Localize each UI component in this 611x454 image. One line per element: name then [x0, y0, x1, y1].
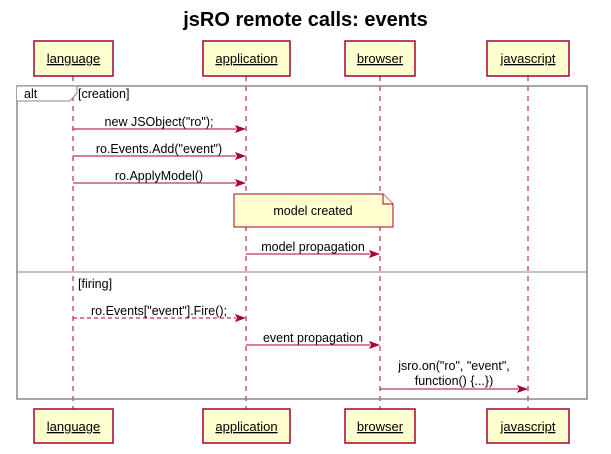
arrowhead-icon [369, 250, 380, 258]
message-3: ro.ApplyModel() [73, 169, 246, 187]
participant-application-bottom[interactable]: application [202, 408, 291, 444]
participant-browser-top[interactable]: browser [344, 40, 416, 77]
message-label: ro.Events.Add("event") [96, 142, 222, 156]
arrowhead-icon [235, 314, 246, 322]
note-model-created: model created [233, 193, 394, 228]
alt-keyword: alt [24, 87, 38, 101]
message-6: event propagation [246, 331, 380, 349]
alt-frame-border [16, 85, 588, 400]
message-5: ro.Events["event"].Fire(); [73, 304, 246, 322]
participant-language-bottom[interactable]: language [33, 408, 114, 444]
message-label: new JSObject("ro"); [105, 115, 214, 129]
participant-label: language [47, 419, 101, 434]
message-label: event propagation [263, 331, 363, 345]
message-7: jsro.on("ro", "event", function() {...}) [380, 359, 528, 393]
participant-application-top[interactable]: application [202, 40, 291, 77]
note-fold-icon [382, 194, 393, 205]
arrowhead-icon [235, 179, 246, 187]
guard-creation: [creation] [78, 87, 129, 101]
note-text: model created [273, 204, 352, 218]
message-2: ro.Events.Add("event") [73, 142, 246, 160]
participant-label: browser [357, 51, 404, 66]
arrowhead-icon [369, 341, 380, 349]
message-label: ro.ApplyModel() [115, 169, 203, 183]
participant-browser-bottom[interactable]: browser [344, 408, 416, 444]
message-label: model propagation [261, 240, 365, 254]
arrowhead-icon [517, 385, 528, 393]
participant-label: application [215, 51, 277, 66]
participant-label: browser [357, 419, 404, 434]
participant-label: javascript [500, 51, 556, 66]
participant-label: language [47, 51, 101, 66]
guard-firing: [firing] [78, 277, 112, 291]
alt-frame: alt [creation] [firing] [16, 85, 588, 400]
participant-language-top[interactable]: language [33, 40, 114, 77]
participant-javascript-bottom[interactable]: javascript [486, 408, 570, 444]
participant-label: javascript [500, 419, 556, 434]
participant-javascript-top[interactable]: javascript [486, 40, 570, 77]
message-label-line-2: function() {...}) [415, 374, 494, 388]
arrowhead-icon [235, 152, 246, 160]
message-1: new JSObject("ro"); [73, 115, 246, 133]
alt-frame-tab [17, 85, 78, 102]
message-label-line-1: jsro.on("ro", "event", [397, 359, 510, 373]
participant-label: application [215, 419, 277, 434]
message-label: ro.Events["event"].Fire(); [91, 304, 227, 318]
message-4: model propagation [246, 240, 380, 258]
arrowhead-icon [235, 125, 246, 133]
diagram-title: jsRO remote calls: events [182, 9, 428, 31]
